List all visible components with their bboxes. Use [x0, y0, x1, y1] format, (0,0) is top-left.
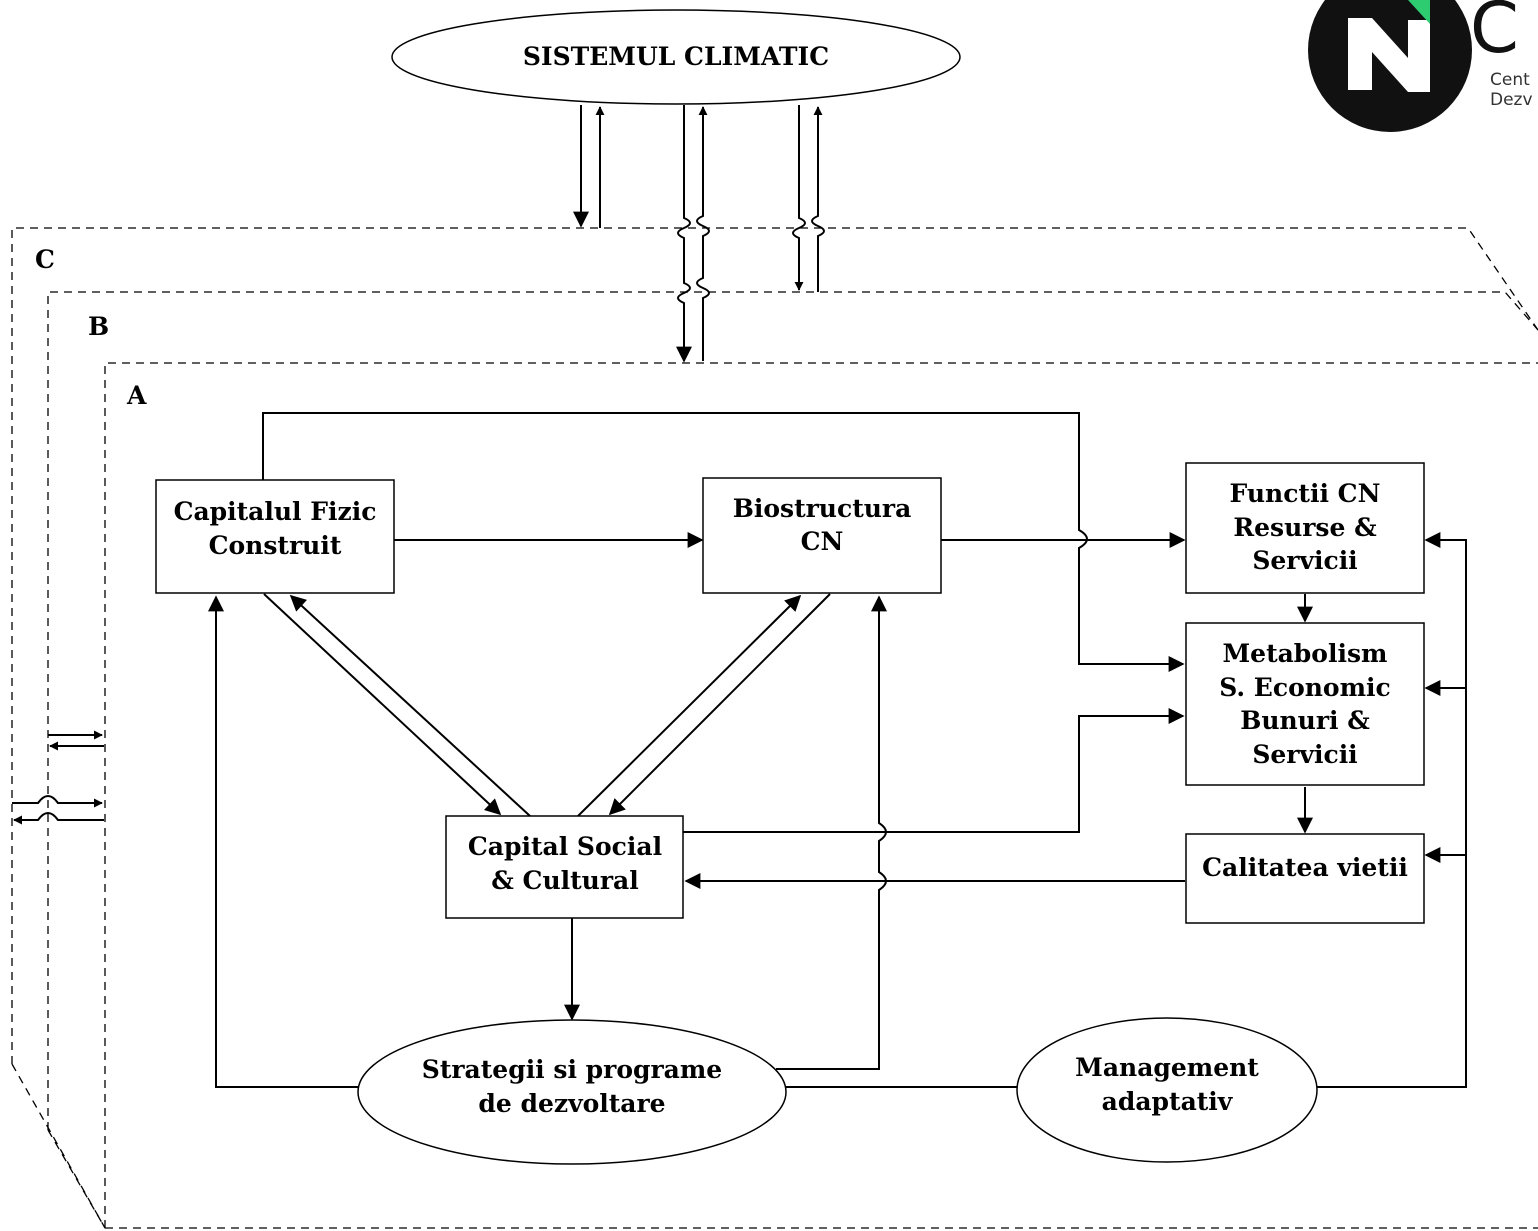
functii-line3: Servicii	[1252, 546, 1357, 575]
arrow-capital-social-to-biostructura	[577, 594, 802, 817]
node-management: Management adaptativ	[1016, 1017, 1318, 1163]
arrow-capital-social-to-metabolism	[683, 708, 1185, 833]
node-capital-fizic: Capitalul Fizic Construit	[155, 479, 395, 594]
functii-line2: Resurse &	[1233, 513, 1377, 542]
arrow-capital-social-to-capital-fizic	[289, 594, 531, 817]
calitatea-label: Calitatea vietii	[1202, 853, 1408, 882]
node-calitatea: Calitatea vietii	[1185, 833, 1425, 924]
metabolism-line1: Metabolism	[1222, 639, 1387, 668]
zone-b-label: B	[88, 312, 109, 341]
zone-c-label: C	[35, 245, 55, 274]
zone-a-label: A	[126, 381, 147, 410]
strategii-line2: de dezvoltare	[478, 1089, 665, 1118]
arrow-b-to-climate	[811, 106, 825, 292]
arrow-capital-fizic-to-capital-social	[263, 593, 502, 816]
arrow-climate-to-b	[792, 105, 806, 291]
management-line2: adaptativ	[1102, 1087, 1234, 1116]
metabolism-line3: Bunuri &	[1240, 706, 1370, 735]
strategii-line1: Strategii si programe	[422, 1055, 722, 1084]
management-line1: Management	[1075, 1053, 1259, 1082]
sistem-climatic-ellipse	[391, 9, 961, 105]
arrow-biostructura-to-capital-social	[608, 593, 831, 816]
metabolism-line4: Servicii	[1252, 740, 1357, 769]
zone-a-frame	[104, 362, 1538, 1228]
arrow-strategii-to-capital-fizic	[208, 595, 359, 1088]
capital-fizic-line2: Construit	[209, 531, 342, 560]
logo-big-letter: C	[1470, 0, 1519, 69]
arrow-management-to-functii	[1317, 532, 1467, 1088]
sistem-climatic-label: SISTEMUL CLIMATIC	[523, 42, 829, 71]
arrow-a-to-climate	[696, 106, 710, 361]
logo-line2: Dezv	[1490, 90, 1533, 110]
arrow-strategii-to-biostructura	[776, 595, 887, 1070]
arrow-a-to-c	[13, 812, 104, 825]
metabolism-line2: S. Economic	[1219, 673, 1391, 702]
biostructura-line1: Biostructura	[733, 494, 912, 523]
node-capital-social: Capital Social & Cultural	[445, 815, 684, 919]
zone-c-frame	[11, 227, 1538, 1064]
zone-b-corner	[47, 1129, 106, 1229]
node-metabolism: Metabolism S. Economic Bunuri & Servicii	[1185, 622, 1425, 786]
logo: C Cent Dezv	[1308, 0, 1533, 132]
logo-line1: Cent	[1490, 70, 1530, 90]
capital-fizic-line1: Capitalul Fizic	[174, 497, 377, 526]
arrow-capital-fizic-to-metabolism	[262, 412, 1185, 672]
zone-c-corner	[11, 1063, 106, 1229]
functii-line1: Functii CN	[1230, 479, 1381, 508]
biostructura-line2: CN	[801, 527, 844, 556]
capital-social-line1: Capital Social	[468, 832, 662, 861]
capital-social-line2: & Cultural	[491, 866, 638, 895]
logo-accent-icon	[1408, 0, 1430, 24]
node-biostructura: Biostructura CN	[702, 477, 942, 594]
node-functii: Functii CN Resurse & Servicii	[1185, 462, 1425, 594]
logo-n-icon	[1348, 18, 1430, 92]
arrow-c-to-a	[12, 795, 103, 808]
node-strategii: Strategii si programe de dezvoltare	[357, 1019, 787, 1165]
arrow-climate-to-a	[676, 105, 692, 363]
